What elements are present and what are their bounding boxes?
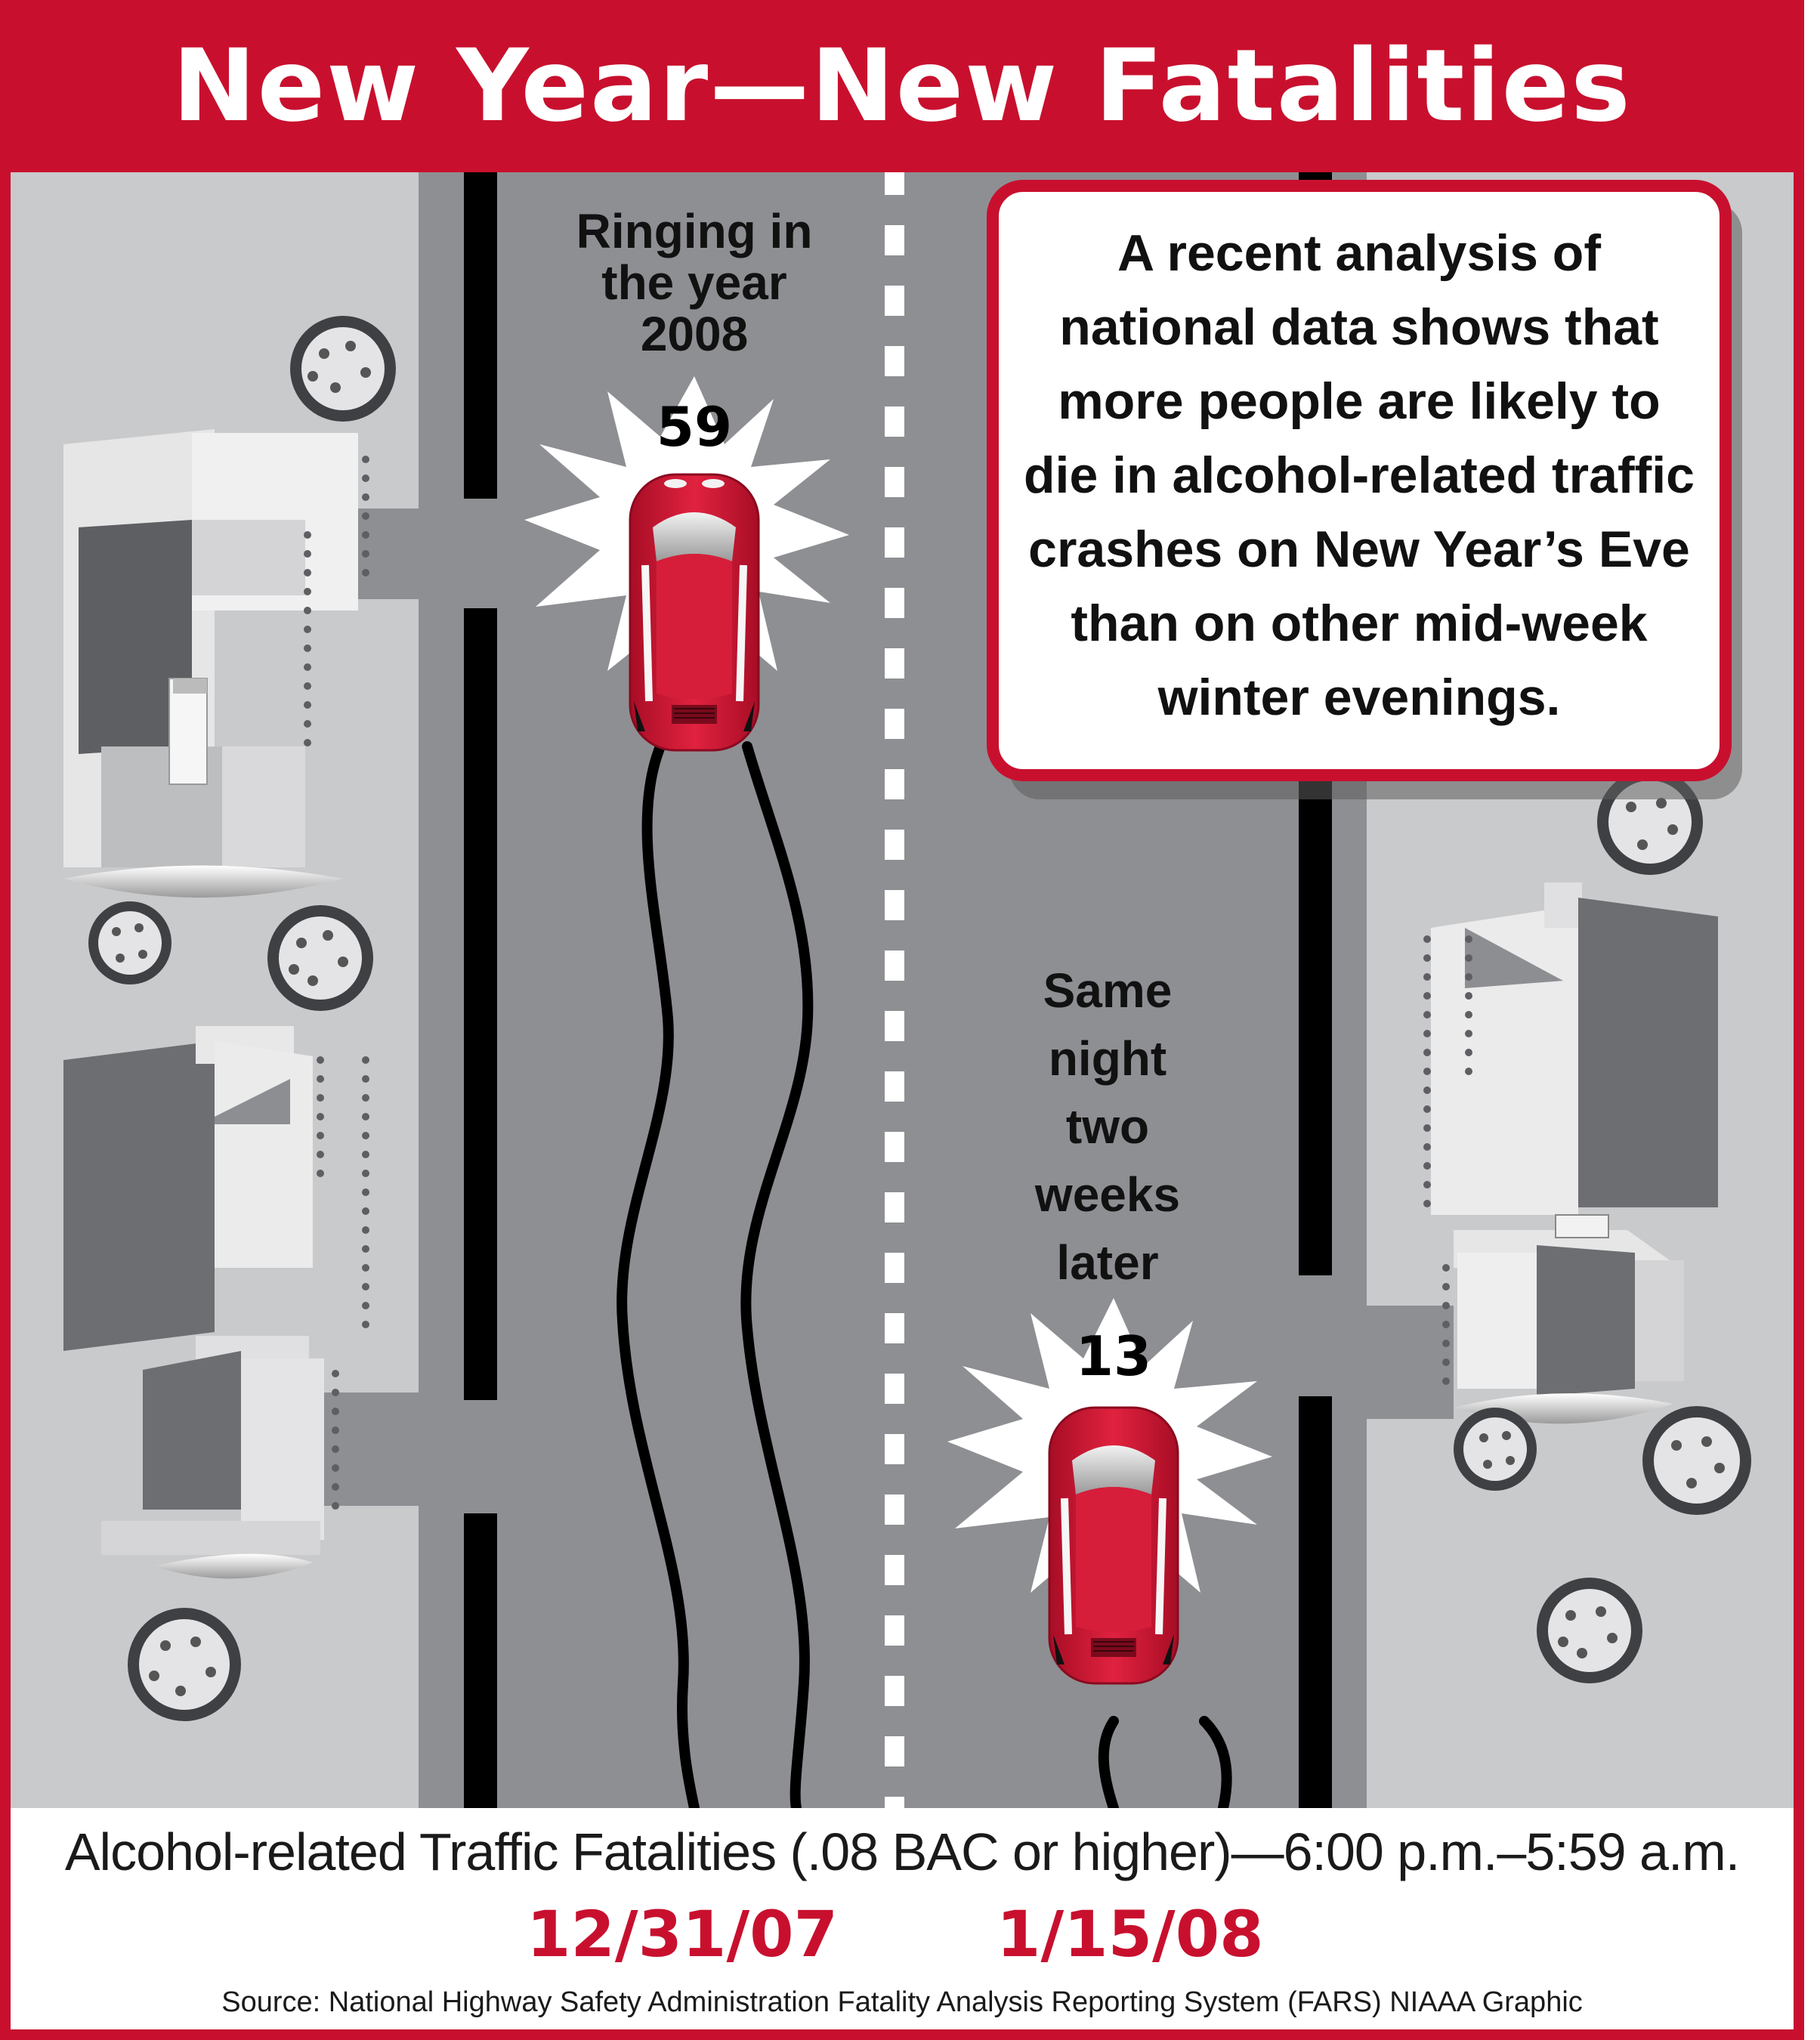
center-dashed-line xyxy=(885,172,904,1808)
callout-line: crashes on New Year’s Eve xyxy=(1028,521,1690,578)
left-label-line: 2008 xyxy=(641,307,748,361)
left-car xyxy=(629,473,760,752)
right-car xyxy=(1048,1406,1179,1685)
tree xyxy=(88,901,171,984)
footer-panel: Alcohol-related Traffic Fatalities (.08 … xyxy=(11,1808,1794,2029)
date-right: 1/15/08 xyxy=(997,1897,1264,1971)
lane-line xyxy=(464,608,497,1400)
right-label-line: two xyxy=(1066,1099,1149,1154)
left-label-line: the year xyxy=(601,255,786,310)
lane-line xyxy=(464,1513,497,1808)
tree xyxy=(290,316,396,422)
house xyxy=(1423,882,1718,1424)
right-label-line: later xyxy=(1056,1235,1158,1290)
driveway xyxy=(320,1392,494,1506)
right-label-line: weeks xyxy=(1034,1167,1180,1222)
source-note: Source: National Highway Safety Administ… xyxy=(221,1986,1583,2018)
callout-line: A recent analysis of xyxy=(1117,224,1601,282)
callout-line: die in alcohol-related traffic xyxy=(1024,447,1695,504)
skid-marks xyxy=(616,741,814,1808)
callout-line: national data shows that xyxy=(1059,298,1658,356)
right-label-line: night xyxy=(1049,1031,1166,1086)
left-fatality-count: 59 xyxy=(657,395,732,459)
skid-marks xyxy=(1098,1716,1232,1808)
page-title: New Year—New Fatalities xyxy=(172,28,1632,144)
right-label-line: Same xyxy=(1043,963,1173,1018)
chart-subtitle: Alcohol-related Traffic Fatalities (.08 … xyxy=(64,1822,1740,1881)
house xyxy=(63,1026,369,1579)
right-car-label: Same night two weeks later xyxy=(1034,963,1180,1290)
lane-line xyxy=(464,172,497,499)
callout-line: winter evenings. xyxy=(1157,669,1561,726)
date-left: 12/31/07 xyxy=(527,1897,839,1971)
callout-line: than on other mid-week xyxy=(1071,595,1647,652)
tree xyxy=(128,1608,241,1721)
tree xyxy=(1454,1408,1537,1491)
tree xyxy=(1537,1578,1642,1683)
left-label-line: Ringing in xyxy=(576,204,813,258)
callout-text: A recent analysis of national data shows… xyxy=(1024,224,1695,726)
callout-line: more people are likely to xyxy=(1058,372,1660,430)
house xyxy=(63,429,369,898)
left-car-label: Ringing in the year 2008 xyxy=(576,204,813,361)
tree xyxy=(267,905,373,1011)
callout-box xyxy=(987,180,1732,781)
lane-line xyxy=(1299,1396,1332,1808)
street-scene: Ringing in the year 2008 59 Same night t… xyxy=(11,172,1794,1808)
right-fatality-count: 13 xyxy=(1076,1324,1151,1388)
tree xyxy=(1642,1406,1751,1515)
